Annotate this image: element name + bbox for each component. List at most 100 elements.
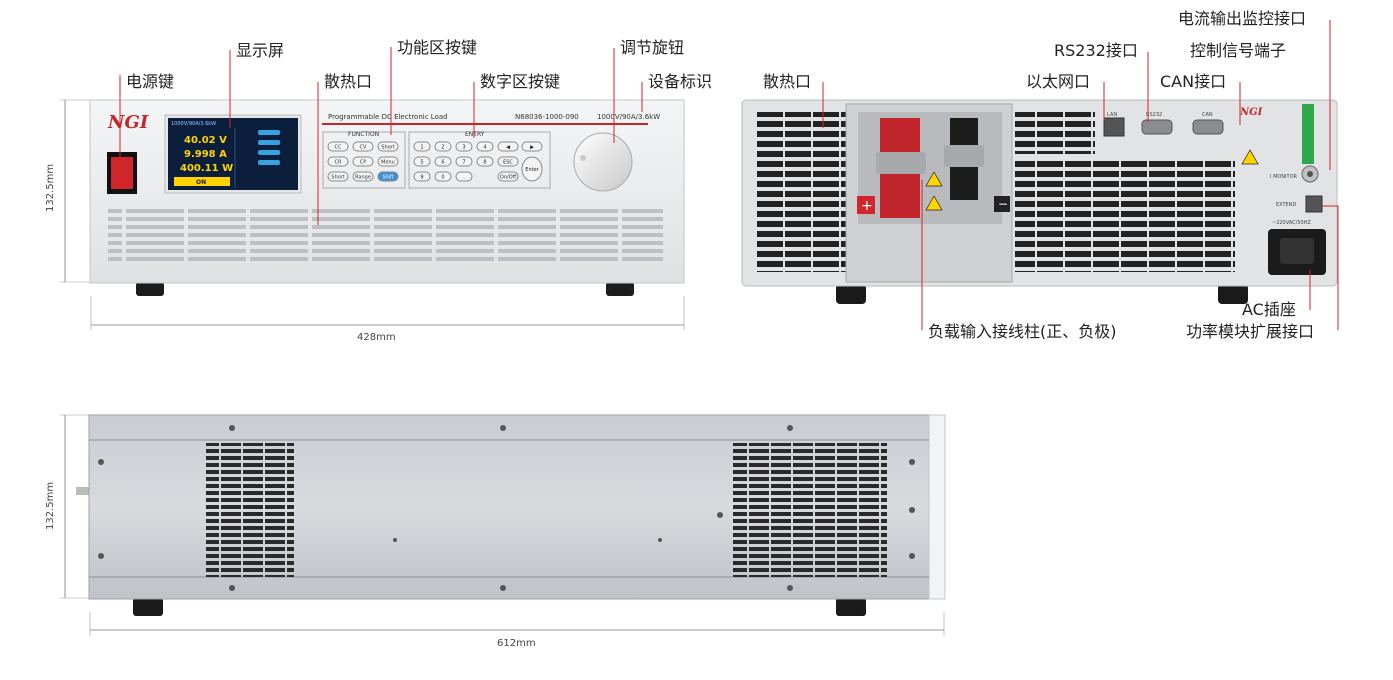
function-button-cp[interactable] xyxy=(352,156,374,167)
rear-warning-icon xyxy=(1241,149,1259,165)
numeric-button-2-label: 2 xyxy=(441,145,444,151)
screen-power: 400.11 W xyxy=(180,163,233,174)
screen-header: 1000V/90A/3.6kW xyxy=(171,121,216,127)
esc-button-label: ESC xyxy=(503,160,513,166)
numeric-button-0-label: 0 xyxy=(441,175,444,181)
i-monitor-bnc-core xyxy=(1307,171,1313,177)
screw xyxy=(717,512,723,518)
numeric-button-6[interactable] xyxy=(434,156,452,167)
numeric-button-0[interactable] xyxy=(434,171,452,182)
screw xyxy=(500,585,506,591)
numeric-button-1[interactable] xyxy=(413,141,431,152)
numeric-button-dot-label: . xyxy=(463,175,465,181)
numeric-button-5-label: 5 xyxy=(420,160,423,166)
side-vent-left xyxy=(206,443,294,577)
numeric-button-5[interactable] xyxy=(413,156,431,167)
function-button-cv[interactable] xyxy=(352,141,374,152)
panel-model: N68036-1000-090 xyxy=(515,113,579,121)
label-load-terminals: 负载输入接线柱(正、负极) xyxy=(928,322,1117,341)
numeric-button-2[interactable] xyxy=(434,141,452,152)
numeric-button-3[interactable] xyxy=(455,141,473,152)
screw xyxy=(229,425,235,431)
function-button-range[interactable] xyxy=(352,171,374,182)
function-button-cc-label: CC xyxy=(335,145,342,151)
numeric-button-6-label: 6 xyxy=(441,160,444,166)
rear-foot-left xyxy=(836,284,866,304)
entry-group-label: ENTRY xyxy=(465,131,485,138)
function-button-short[interactable] xyxy=(327,171,349,182)
screen-on-text: ON xyxy=(196,179,206,186)
screw xyxy=(500,425,506,431)
on-off-button[interactable] xyxy=(497,171,519,182)
side-foot-left xyxy=(133,598,163,616)
label-current-monitor: 电流输出监控接口 xyxy=(1178,9,1306,28)
numeric-button-dot[interactable] xyxy=(455,171,473,182)
label-rs232: RS232接口 xyxy=(1054,41,1138,60)
panel-rating: 1000V/90A/3.6kW xyxy=(597,113,660,121)
rear-view: + − LAN RS232 CAN NGI I MONITOR EXTEND ~… xyxy=(741,9,1339,341)
can-port[interactable] xyxy=(1192,119,1224,135)
front-foot-left xyxy=(136,282,164,296)
rear-logo: NGI xyxy=(1239,107,1263,118)
front-callouts xyxy=(119,47,643,225)
negative-bolt xyxy=(944,145,984,167)
front-height-dim: 132.5mm xyxy=(45,164,56,212)
function-button-cr[interactable] xyxy=(327,156,349,167)
label-can: CAN接口 xyxy=(1160,72,1226,91)
nav-left-button[interactable] xyxy=(497,141,519,152)
numeric-button-4[interactable] xyxy=(476,141,494,152)
function-button-range-label: Range xyxy=(355,175,371,181)
label-function-keys: 功能区按键 xyxy=(397,38,477,57)
front-width-dim: 428mm xyxy=(357,332,396,343)
function-button-shift-label: Shift xyxy=(382,175,393,181)
ac-socket-inner xyxy=(1280,238,1314,264)
label-ac-socket: AC插座 xyxy=(1242,300,1296,319)
screw xyxy=(909,507,915,513)
function-button-short-label: Short xyxy=(331,175,344,181)
positive-bolt xyxy=(876,152,926,174)
label-power-module-ext: 功率模块扩展接口 xyxy=(1186,322,1314,341)
front-view: NGI 1000V/90A/3.6kW 40.02 V 9.998 A 400.… xyxy=(45,38,712,343)
screen-on-indicator xyxy=(174,177,230,186)
screen-field-3 xyxy=(258,150,280,155)
numeric-button-8[interactable] xyxy=(476,156,494,167)
function-button-short[interactable] xyxy=(377,141,399,152)
screen-current: 9.998 A xyxy=(184,149,227,160)
label-ethernet: 以太网口 xyxy=(1026,72,1090,91)
side-height-dim: 132.5mm xyxy=(45,482,56,530)
lan-port[interactable] xyxy=(1103,117,1125,137)
extend-port[interactable] xyxy=(1305,195,1323,213)
esc-button[interactable] xyxy=(497,156,519,167)
function-button-menu[interactable] xyxy=(377,156,399,167)
label-power-key: 电源键 xyxy=(126,72,174,91)
rs232-port[interactable] xyxy=(1141,119,1173,135)
i-monitor-text: I MONITOR xyxy=(1270,174,1298,180)
screen-field-1 xyxy=(258,130,280,135)
adjust-knob[interactable] xyxy=(573,132,633,192)
nav-right-button-label: ▶ xyxy=(530,145,534,151)
numeric-button-9[interactable] xyxy=(413,171,431,182)
enter-button[interactable] xyxy=(521,156,543,182)
function-group-label: FUNCTION xyxy=(348,131,379,138)
enter-button-label: Enter xyxy=(525,167,539,173)
nav-right-button[interactable] xyxy=(521,141,543,152)
screen-field-2 xyxy=(258,140,280,145)
side-foot-right xyxy=(836,598,866,616)
screw xyxy=(787,425,793,431)
function-button-cc[interactable] xyxy=(327,141,349,152)
function-button-short-label: Short xyxy=(381,145,394,151)
can-port-text: CAN xyxy=(1202,112,1213,118)
numeric-button-7[interactable] xyxy=(455,156,473,167)
front-logo: NGI xyxy=(107,112,149,133)
knob-dimple xyxy=(580,155,586,161)
function-button-shift[interactable] xyxy=(377,171,399,182)
control-terminal-strip[interactable] xyxy=(1302,104,1314,164)
label-front-vent: 散热口 xyxy=(324,72,372,91)
side-rear-connector xyxy=(76,487,90,495)
screw xyxy=(658,538,662,542)
negative-sign-glyph: − xyxy=(998,197,1008,211)
screw xyxy=(909,553,915,559)
screw xyxy=(98,553,104,559)
power-switch-rocker xyxy=(111,157,133,189)
rear-foot-right xyxy=(1218,284,1248,304)
